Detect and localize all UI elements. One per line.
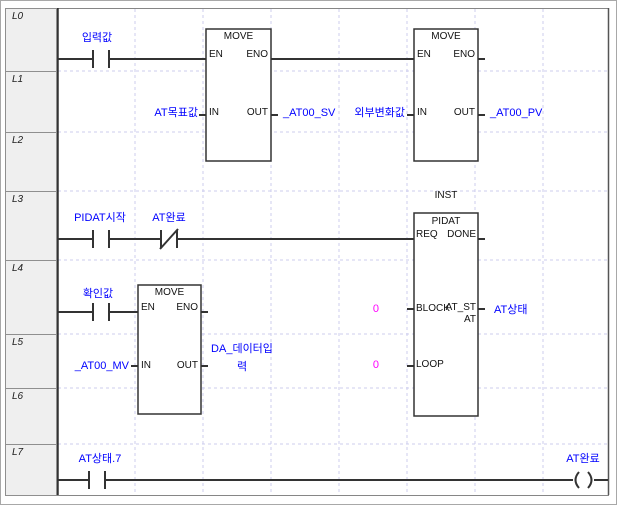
rung-number-cell: L2 (6, 133, 56, 192)
rung-number-cell: L4 (6, 261, 56, 335)
contact-operand-label[interactable]: 확인값 (82, 288, 114, 300)
constant-operand[interactable]: 0 (372, 359, 379, 371)
pin-label-eno: ENO (176, 302, 198, 313)
block-title: PIDAT (431, 216, 461, 227)
instance-label: INST (434, 190, 458, 201)
rung4-wire (58, 308, 485, 313)
pin-label-at-st: AT_ST (445, 302, 476, 313)
pin-label-en: EN (417, 49, 431, 60)
rung-number: L6 (12, 391, 24, 402)
rung-number: L5 (12, 337, 24, 348)
output-operand-label[interactable]: AT상태 (494, 304, 528, 316)
pin-label-out: OUT (246, 107, 268, 118)
contact-operand-label[interactable]: 입력값 (81, 32, 113, 44)
rung-number-cell: L0 (6, 9, 56, 72)
rung-number: L0 (12, 11, 24, 22)
rung-number: L3 (12, 194, 24, 205)
rung-number: L4 (12, 263, 24, 274)
constant-operand[interactable]: 0 (372, 303, 379, 315)
contact-operand-label[interactable]: PIDAT시작 (74, 212, 126, 224)
input-operand-label[interactable]: 외부변화값 (354, 107, 405, 119)
block-title: MOVE (154, 287, 185, 298)
no-contact-symbol[interactable] (92, 230, 110, 248)
output-operand-label[interactable]: _AT00_SV (283, 107, 336, 119)
rung-number: L7 (12, 447, 24, 458)
rung-number-cell: L7 (6, 445, 56, 495)
pin-label-in: IN (141, 360, 151, 371)
rung-number: L1 (12, 74, 24, 85)
pin-label-eno: ENO (246, 49, 268, 60)
output-operand-label[interactable]: _AT00_PV (490, 107, 543, 119)
pin-label-in: IN (417, 107, 427, 118)
pin-label-out: OUT (453, 107, 475, 118)
input-operand-label[interactable]: _AT00_MV (74, 360, 129, 372)
move3-block[interactable] (137, 284, 202, 415)
move2-block[interactable] (413, 28, 479, 162)
pin-label-in: IN (209, 107, 219, 118)
pin-label-req: REQ (416, 229, 438, 240)
contact-operand-label[interactable]: AT완료 (152, 212, 186, 224)
output-operand-label[interactable]: 력 (236, 361, 248, 373)
output-operand-label[interactable]: DA_데이터입 (211, 343, 273, 355)
diagram-frame (5, 8, 609, 496)
pin-label-done: DONE (447, 229, 476, 240)
no-contact-symbol[interactable] (88, 471, 106, 489)
rung-number-cell: L6 (6, 389, 56, 445)
rung-number: L2 (12, 135, 24, 146)
block-title: MOVE (431, 31, 461, 42)
pin-label-block: BLOCK (416, 303, 450, 314)
no-contact-symbol[interactable] (92, 303, 110, 321)
block-title: MOVE (223, 31, 254, 42)
pin-label-en: EN (141, 302, 155, 313)
coil-operand-label[interactable]: AT완료 (566, 453, 600, 465)
output-coil-symbol[interactable] (574, 471, 593, 489)
pin-label-out: OUT (176, 360, 198, 371)
grid-lines (58, 9, 608, 495)
pin-label-en: EN (209, 49, 223, 60)
rung-number-cell: L3 (6, 192, 56, 261)
pidat-block[interactable] (413, 212, 479, 417)
move1-block[interactable] (205, 28, 272, 162)
no-contact-symbol[interactable] (92, 50, 110, 68)
pin-label-at-st: AT (463, 314, 476, 325)
rung-number-column: L0 L1 L2 L3 L4 L5 L6 L7 (5, 8, 57, 496)
pin-label-loop: LOOP (416, 359, 444, 370)
rung-number-cell: L1 (6, 72, 56, 133)
contact-operand-label[interactable]: AT상태.7 (78, 453, 122, 465)
input-operand-label[interactable]: AT목표값 (154, 107, 198, 119)
pin-label-eno: ENO (453, 49, 475, 60)
rung-number-cell: L5 (6, 335, 56, 389)
nc-contact-symbol[interactable] (159, 228, 179, 250)
